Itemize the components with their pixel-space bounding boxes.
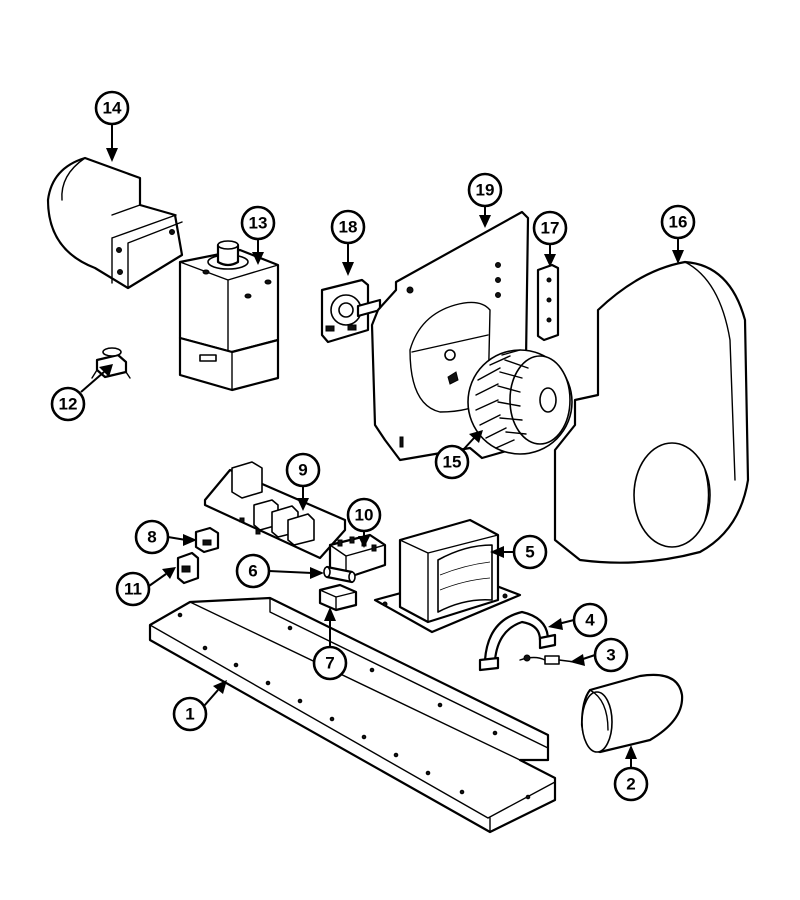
callout-17: 17 [532, 210, 568, 246]
callout-16: 16 [660, 204, 696, 240]
callout-16-label: 16 [669, 213, 688, 232]
part-3-diode [519, 654, 576, 665]
callout-9-label: 9 [298, 461, 307, 480]
callout-10: 10 [346, 497, 382, 533]
callout-19: 19 [467, 172, 503, 208]
callout-4: 4 [572, 602, 608, 638]
callout-10-label: 10 [355, 506, 374, 525]
callout-13: 13 [240, 205, 276, 241]
callout-7: 7 [312, 645, 348, 681]
part-7-fuse-holder [318, 583, 358, 612]
callout-14-label: 14 [103, 99, 122, 118]
callout-11: 11 [115, 571, 151, 607]
callout-2: 2 [613, 766, 649, 802]
part-18-motor [320, 278, 382, 344]
part-13-magnetron [178, 240, 280, 392]
part-14-cover [46, 156, 184, 290]
callout-6-label: 6 [248, 562, 257, 581]
callout-2-label: 2 [626, 775, 635, 794]
callout-6: 6 [235, 553, 271, 589]
part-6-fuse [323, 565, 356, 584]
callout-5-label: 5 [525, 543, 534, 562]
callout-9: 9 [285, 452, 321, 488]
callout-15-label: 15 [443, 453, 462, 472]
part-11-switch [176, 551, 200, 585]
callout-18: 18 [330, 209, 366, 245]
leader-lines [80, 123, 684, 768]
callout-1-label: 1 [185, 705, 194, 724]
part-5-transformer [373, 518, 522, 634]
callout-8: 8 [134, 519, 170, 555]
callout-5: 5 [512, 534, 548, 570]
callout-15: 15 [434, 444, 470, 480]
callout-1: 1 [172, 696, 208, 732]
part-1-base-plate [148, 596, 557, 834]
callout-8-label: 8 [147, 528, 156, 547]
callout-3-label: 3 [606, 646, 615, 665]
callout-17-label: 17 [541, 219, 560, 238]
callout-13-label: 13 [249, 214, 268, 233]
part-17-bracket [536, 263, 560, 342]
callout-12-label: 12 [59, 395, 78, 414]
part-8-switch [194, 526, 220, 554]
callout-12: 12 [50, 386, 86, 422]
callout-19-label: 19 [476, 181, 495, 200]
callout-14: 14 [94, 90, 130, 126]
callout-3: 3 [593, 637, 629, 673]
part-4-strap [478, 610, 557, 672]
callout-4-label: 4 [585, 611, 595, 630]
part-12-thermostat [91, 347, 131, 379]
part-9-control-board [203, 461, 347, 560]
part-16-blower-housing [553, 260, 750, 564]
part-2-capacitor [580, 673, 684, 754]
base-plate-holes [177, 612, 531, 800]
callout-18-label: 18 [339, 218, 358, 237]
callout-7-label: 7 [325, 654, 334, 673]
callout-11-label: 11 [124, 580, 142, 599]
part-15-blower-wheel [467, 349, 573, 455]
